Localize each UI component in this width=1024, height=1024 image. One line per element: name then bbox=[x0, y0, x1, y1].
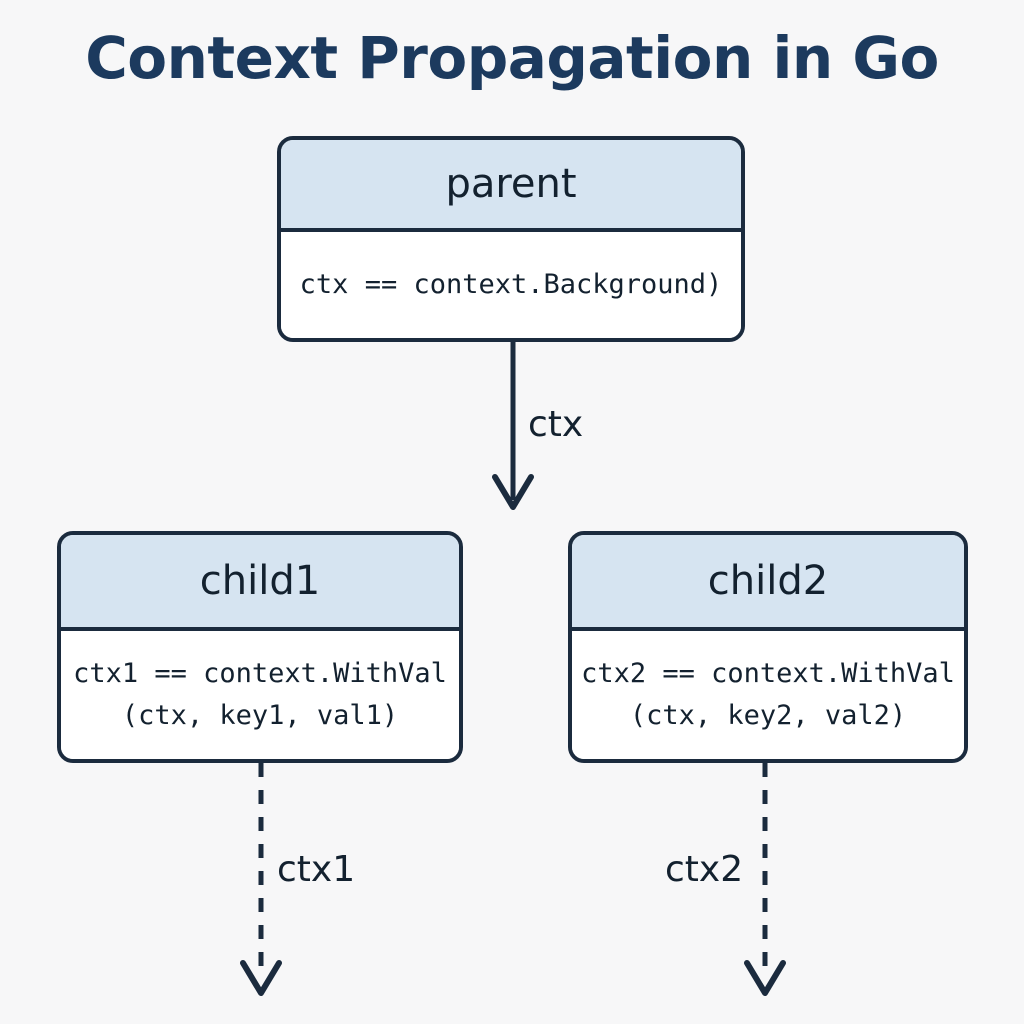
node-child2[interactable]: child2 ctx2 == context.WithVal (ctx, key… bbox=[568, 531, 968, 763]
arrowhead-ctx1 bbox=[240, 960, 282, 996]
node-child1-body-line-1: ctx1 == context.WithVal bbox=[73, 658, 447, 689]
node-child1[interactable]: child1 ctx1 == context.WithVal (ctx, key… bbox=[57, 531, 463, 763]
node-child2-body-line-2: (ctx, key2, val2) bbox=[629, 700, 907, 731]
node-parent-header: parent bbox=[281, 140, 741, 232]
node-child2-body-line-1: ctx2 == context.WithVal bbox=[581, 658, 955, 689]
edge-label-ctx: ctx bbox=[528, 404, 584, 445]
edge-child2-out bbox=[744, 763, 786, 996]
edge-label-ctx1: ctx1 bbox=[277, 849, 356, 890]
node-parent-body-line-1: ctx == context.Background) bbox=[299, 269, 723, 300]
page-title: Context Propagation in Go bbox=[85, 24, 939, 92]
edge-parent-to-children bbox=[492, 342, 534, 510]
node-child2-header: child2 bbox=[572, 535, 964, 631]
node-child1-body: ctx1 == context.WithVal (ctx, key1, val1… bbox=[61, 631, 459, 759]
arrowhead-ctx bbox=[492, 474, 534, 510]
edge-label-ctx2: ctx2 bbox=[665, 849, 744, 890]
node-parent-body: ctx == context.Background) bbox=[281, 232, 741, 338]
node-child1-header: child1 bbox=[61, 535, 459, 631]
edge-child1-out bbox=[240, 763, 282, 996]
node-child1-body-line-2: (ctx, key1, val1) bbox=[121, 700, 399, 731]
node-child2-body: ctx2 == context.WithVal (ctx, key2, val2… bbox=[572, 631, 964, 759]
node-parent[interactable]: parent ctx == context.Background) bbox=[277, 136, 745, 342]
arrowhead-ctx2 bbox=[744, 960, 786, 996]
